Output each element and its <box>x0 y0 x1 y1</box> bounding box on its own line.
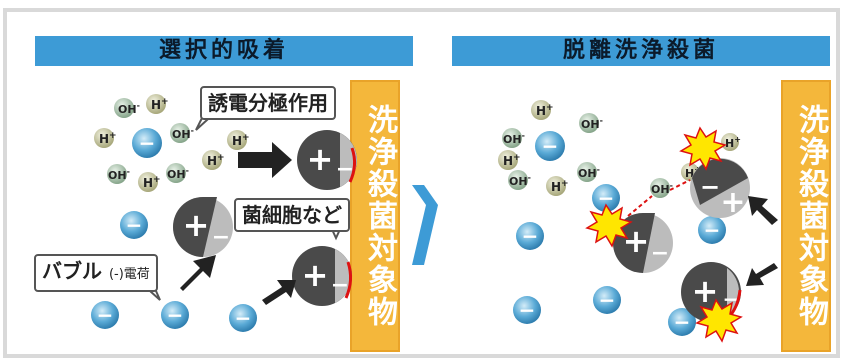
flow-chevron-icon <box>412 185 438 265</box>
svg-text:−: − <box>704 218 721 242</box>
burst-icon <box>585 203 633 248</box>
svg-text:H+: H+ <box>725 135 741 150</box>
polarized-particle: + − <box>173 197 233 257</box>
svg-text:OH-: OH- <box>167 166 189 181</box>
hydrogen-ion: H+ <box>146 94 169 114</box>
svg-text:−: − <box>139 131 156 155</box>
bubble: − <box>535 131 565 161</box>
bubble-charge-callout: バブル (-)電荷 <box>34 254 158 292</box>
arrow-left-icon <box>748 196 778 225</box>
svg-text:OH-: OH- <box>172 126 194 141</box>
hydroxide-ion: OH- <box>579 113 603 133</box>
svg-text:OH-: OH- <box>509 173 531 188</box>
svg-text:−: − <box>542 134 559 158</box>
arrow-up-right-icon <box>180 255 216 291</box>
bacteria-cell: + − <box>297 130 357 190</box>
bubble: − <box>592 184 620 212</box>
bubble-callout-main: バブル <box>42 259 109 283</box>
svg-text:−: − <box>519 298 536 322</box>
svg-text:−: − <box>599 288 616 312</box>
hydroxide-ion: OH- <box>650 178 673 198</box>
hydrogen-ion: H+ <box>498 150 521 170</box>
svg-text:+: + <box>302 256 329 294</box>
hydrogen-ion: H+ <box>721 133 741 151</box>
burst-icon <box>679 126 727 171</box>
hydroxide-ion: OH- <box>114 98 140 118</box>
svg-text:−: − <box>331 273 349 298</box>
bubble: − <box>91 301 119 329</box>
svg-text:H+: H+ <box>536 103 554 118</box>
bacteria-cell: − + <box>690 158 750 220</box>
svg-text:+: + <box>183 206 210 244</box>
right-panel-title: 脱離洗浄殺菌 <box>452 36 830 66</box>
bacteria-cell: + − <box>292 246 353 306</box>
svg-text:−: − <box>336 157 354 182</box>
hydroxide-ion: OH- <box>170 123 194 143</box>
hydrogen-ion: H+ <box>531 100 554 120</box>
bubble: − <box>120 211 148 239</box>
arrow-right-icon <box>262 280 296 305</box>
svg-text:OH-: OH- <box>651 181 673 196</box>
left-target-label: 洗浄殺菌対象物 <box>350 80 400 352</box>
svg-text:H+: H+ <box>207 153 225 168</box>
hydrogen-ion: H+ <box>94 128 117 148</box>
bubble: − <box>593 286 621 314</box>
bubble-callout-charge: (-)電荷 <box>108 267 150 282</box>
bubble: − <box>668 308 696 336</box>
hydroxide-ion: OH- <box>508 170 531 190</box>
bubble: − <box>161 301 189 329</box>
svg-text:−: − <box>167 303 184 327</box>
svg-text:−: − <box>674 310 691 334</box>
svg-text:OH-: OH- <box>108 167 130 182</box>
svg-text:OH-: OH- <box>118 101 140 116</box>
svg-text:OH-: OH- <box>578 165 600 180</box>
svg-text:OH-: OH- <box>503 131 525 146</box>
hydrogen-ion: H+ <box>227 130 250 150</box>
induced-polarization-callout: 誘電分極作用 <box>200 86 336 120</box>
bubble: − <box>513 296 541 324</box>
bubble: − <box>132 128 162 158</box>
svg-text:OH-: OH- <box>581 116 603 131</box>
svg-text:+: + <box>720 185 745 220</box>
svg-text:−: − <box>126 213 143 237</box>
hydrogen-ion: H+ <box>546 176 569 196</box>
hydroxide-ion: OH- <box>107 164 130 184</box>
bubble: − <box>229 304 257 332</box>
bacteria-callout: 菌細胞など <box>234 198 350 232</box>
right-target-label: 洗浄殺菌対象物 <box>781 80 831 352</box>
svg-text:−: − <box>212 225 230 250</box>
svg-text:H+: H+ <box>143 175 161 190</box>
svg-text:+: + <box>307 140 334 178</box>
bubble: − <box>698 216 726 244</box>
svg-text:H+: H+ <box>151 97 169 112</box>
arrow-right-icon <box>238 142 292 178</box>
svg-text:+: + <box>623 222 650 260</box>
hydroxide-ion: OH- <box>166 163 189 183</box>
arrow-left-icon <box>746 263 778 286</box>
left-panel-title: 選択的吸着 <box>35 36 413 66</box>
polarized-particle: + − <box>613 213 673 273</box>
svg-text:−: − <box>235 306 252 330</box>
burst-icon <box>695 298 743 343</box>
svg-text:H+: H+ <box>503 153 521 168</box>
svg-text:H+: H+ <box>99 131 117 146</box>
svg-text:−: − <box>651 241 669 266</box>
svg-text:−: − <box>598 186 615 210</box>
svg-text:−: − <box>97 303 114 327</box>
hydroxide-ion: OH- <box>577 162 600 182</box>
svg-text:H+: H+ <box>232 133 250 148</box>
hydrogen-ion: H+ <box>202 150 225 170</box>
hydrogen-ion: H+ <box>138 172 161 192</box>
svg-text:−: − <box>522 224 539 248</box>
hydroxide-ion: OH- <box>502 128 525 148</box>
svg-text:H+: H+ <box>551 179 569 194</box>
bubble: − <box>516 222 544 250</box>
svg-text:−: − <box>700 173 720 201</box>
